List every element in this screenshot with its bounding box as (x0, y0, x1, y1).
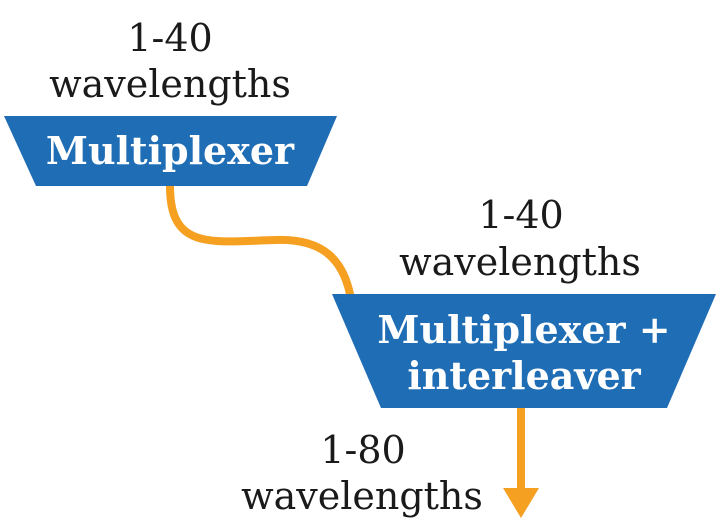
stage2-count: 1-40 (478, 193, 564, 237)
output-arrowhead (503, 488, 539, 518)
output-unit: wavelengths (241, 474, 483, 518)
multiplexer-interleaver-shape (332, 294, 716, 408)
output-count: 1-80 (320, 428, 406, 472)
stage2-unit: wavelengths (399, 240, 641, 284)
stage1-unit: wavelengths (49, 62, 291, 106)
stage1-count: 1-40 (127, 16, 213, 60)
multiplexer-label: Multiplexer (45, 128, 295, 173)
multiplexer-shape (4, 116, 337, 186)
multiplexer-interleaver-label-line2: interleaver (407, 353, 641, 398)
connector-line-1 (166, 182, 354, 298)
multiplexer-interleaver-label-line1: Multiplexer + (377, 307, 671, 352)
